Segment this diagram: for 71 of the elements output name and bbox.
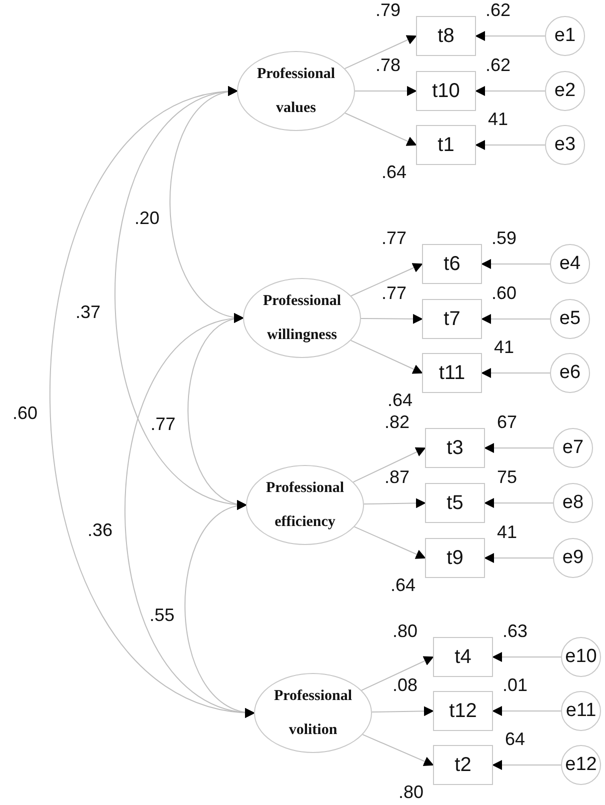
arrow <box>481 259 550 269</box>
edge-label: .37 <box>75 303 101 321</box>
edge-label: .64 <box>390 576 416 594</box>
latent-ellipse: Professional efficiency <box>246 465 364 545</box>
indicator-box: t1 <box>416 125 476 165</box>
arrow <box>492 652 562 662</box>
edge-label: .62 <box>485 1 511 19</box>
arrow <box>492 760 562 770</box>
edge-label: .60 <box>491 284 517 302</box>
edge-label: 64 <box>504 730 526 748</box>
edge-label: .77 <box>381 284 407 302</box>
indicator-box: t9 <box>425 538 485 578</box>
edge-label: .01 <box>502 676 528 694</box>
indicator-box: t6 <box>422 244 482 284</box>
edge-label: .82 <box>384 413 410 431</box>
indicator-box: t3 <box>425 428 485 468</box>
arrow <box>360 314 423 324</box>
edge-label: .64 <box>387 391 413 409</box>
edge-label: .36 <box>87 521 113 539</box>
arrow <box>481 314 550 324</box>
indicator-box: t4 <box>433 637 493 677</box>
edge-label: .08 <box>392 676 418 694</box>
arrow <box>354 86 417 96</box>
covariance-arrow <box>184 502 255 716</box>
edge-label: .59 <box>491 229 517 247</box>
indicator-box: t11 <box>422 353 482 393</box>
edge-label: .87 <box>384 468 410 486</box>
arrow <box>481 368 550 378</box>
edge-label: .64 <box>381 163 407 181</box>
edge-label: .78 <box>375 56 401 74</box>
edge-label: .20 <box>134 209 160 227</box>
edge-label: 41 <box>494 338 514 356</box>
indicator-box: t2 <box>433 745 493 785</box>
arrow <box>350 263 423 296</box>
latent-ellipse: Professional values <box>237 51 355 131</box>
arrow <box>344 35 417 70</box>
edge-label: .63 <box>502 622 528 640</box>
arrow <box>484 553 554 563</box>
arrow <box>362 734 434 766</box>
latent-ellipse: Professional volition <box>254 673 372 753</box>
latent-ellipse: Professional willingness <box>243 278 361 358</box>
indicator-box: t8 <box>416 16 476 56</box>
edge-label: 75 <box>496 468 518 486</box>
arrow <box>492 706 562 716</box>
edge-label: .80 <box>398 783 424 801</box>
edge-label: 41 <box>488 110 508 128</box>
indicator-box: t12 <box>433 691 493 731</box>
arrow <box>344 112 417 146</box>
arrow <box>350 340 423 374</box>
edge-label: .60 <box>12 404 38 422</box>
arrow <box>361 656 434 691</box>
edge-label: 67 <box>496 413 518 431</box>
arrow <box>371 706 434 716</box>
arrow <box>484 443 554 453</box>
indicator-box: t10 <box>416 71 476 111</box>
arrow <box>475 31 546 41</box>
arrow <box>484 498 554 508</box>
arrow <box>475 140 546 150</box>
edge-label: .80 <box>392 622 418 640</box>
edge-label: .77 <box>381 229 407 247</box>
edge-label: .62 <box>485 56 511 74</box>
arrow <box>354 526 426 559</box>
indicator-box: t5 <box>425 483 485 523</box>
edge-label: .77 <box>150 415 176 433</box>
arrow <box>352 447 426 483</box>
indicator-box: t7 <box>422 299 482 339</box>
edge-label: .79 <box>375 1 401 19</box>
edge-label: .55 <box>149 606 175 624</box>
edge-label: 41 <box>496 523 518 541</box>
arrow <box>363 498 426 508</box>
arrow <box>475 86 546 96</box>
